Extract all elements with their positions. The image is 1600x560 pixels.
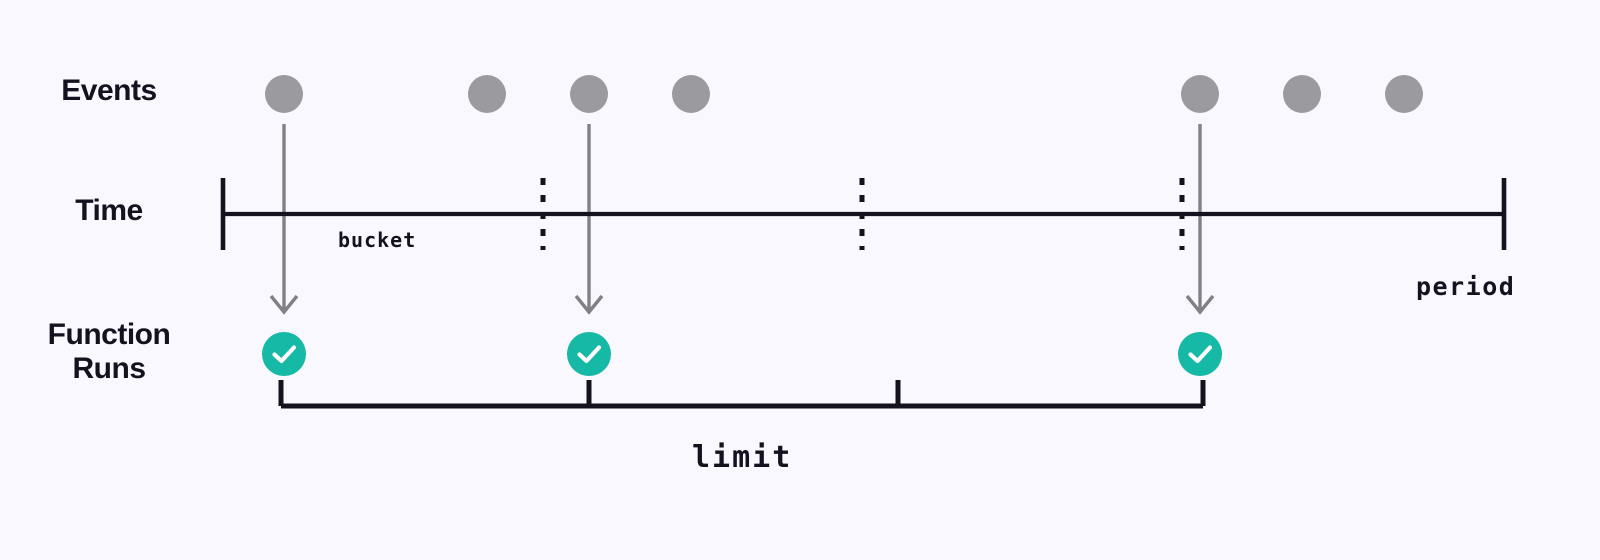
bucket-divider-group	[540, 178, 1185, 250]
bucket-label: bucket	[338, 228, 417, 252]
check-icon	[577, 345, 602, 364]
event-dot	[265, 75, 303, 113]
event-dot	[1385, 75, 1423, 113]
period-label: period	[1416, 272, 1516, 301]
event-dot	[1283, 75, 1321, 113]
function-run-circle	[1178, 332, 1222, 376]
limit-bracket-group	[278, 380, 1206, 409]
limit-label: limit	[692, 440, 793, 475]
event-dot	[468, 75, 506, 113]
function-run-circle	[567, 332, 611, 376]
event-dot	[672, 75, 710, 113]
check-icon	[1188, 345, 1213, 364]
event-dot	[570, 75, 608, 113]
function-run-group	[262, 332, 1222, 376]
arrow-head	[269, 294, 299, 315]
function-runs-row-label: Function Runs	[47, 318, 171, 385]
time-row-label: Time	[75, 194, 143, 227]
events-dot-group	[265, 75, 1423, 113]
event-dot	[1181, 75, 1219, 113]
function-run-circle	[262, 332, 306, 376]
events-row-label: Events	[61, 74, 157, 107]
arrow-head	[574, 294, 604, 315]
arrow-head	[1185, 294, 1215, 315]
check-icon	[272, 345, 297, 364]
event-to-run-arrow-group	[269, 124, 1215, 315]
